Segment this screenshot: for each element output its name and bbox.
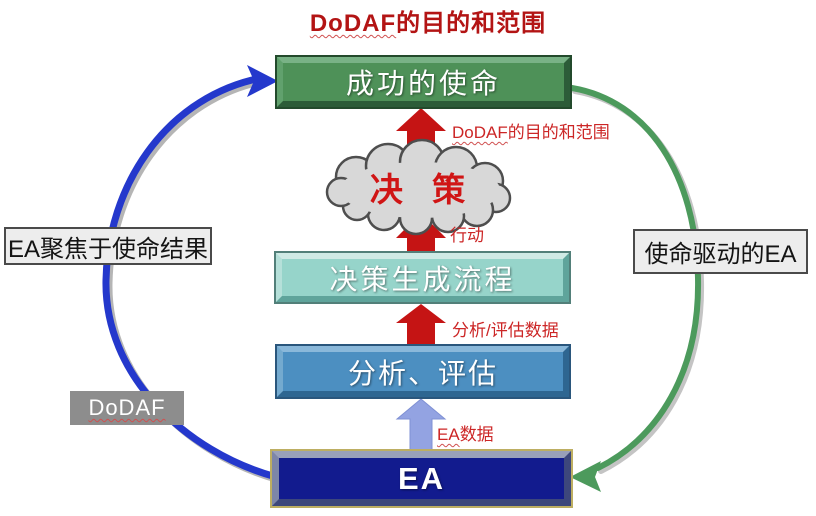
green-curve-arrow (569, 85, 702, 492)
decision-cloud (325, 138, 512, 236)
analysis-data-arrow-label: 分析/评估数据 (452, 321, 559, 340)
page-title: DoDAF的目的和范围 (258, 3, 598, 38)
action-arrow-label: 行动 (450, 226, 484, 245)
right-side-label-text: 使命驱动的EA (644, 241, 797, 268)
ea-data-label-suffix-text: 数据 (459, 425, 494, 444)
title-dodaf-text: DoDAF (309, 10, 397, 37)
ea-data-label-ea-text: EA (437, 425, 460, 444)
blue-curve-arrow (102, 65, 280, 481)
ea-data-arrow-label: EA数据 (437, 420, 494, 445)
arrow-analysis-data (396, 304, 446, 347)
dodaf-badge: DoDAF (70, 391, 184, 425)
decision-process-box: 决策生成流程 (274, 251, 571, 304)
mission-box-label: 成功的使命 (345, 68, 501, 99)
dodaf-badge-text: DoDAF (88, 395, 166, 420)
left-side-label: EA聚焦于使命结果 (4, 227, 212, 265)
purpose-label-dodaf-text: DoDAF (452, 123, 508, 142)
decision-process-box-label: 决策生成流程 (329, 263, 516, 295)
title-suffix-text: 的目的和范围 (396, 10, 547, 37)
purpose-scope-arrow-label: DoDAF的目的和范围 (452, 118, 610, 143)
mission-box: 成功的使命 (275, 55, 572, 109)
ea-box-label: EA (397, 460, 446, 496)
left-side-label-text: EA聚焦于使命结果 (7, 235, 208, 263)
cloud-decision-label: 决 策 (369, 171, 476, 208)
right-side-label: 使命驱动的EA (633, 229, 808, 274)
analysis-box: 分析、评估 (275, 344, 571, 399)
purpose-label-suffix-text: 的目的和范围 (507, 123, 610, 142)
analysis-box-label: 分析、评估 (347, 357, 498, 389)
ea-box: EA (270, 449, 573, 508)
